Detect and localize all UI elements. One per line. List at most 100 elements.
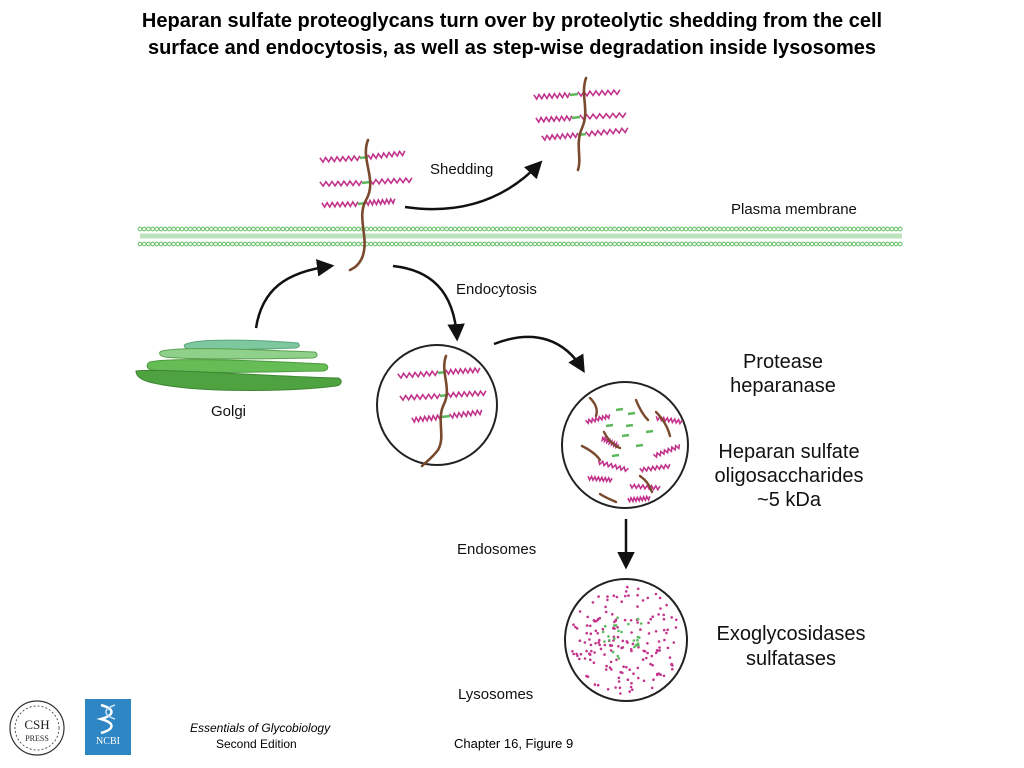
degraded-sugar-dot bbox=[662, 617, 666, 621]
linkage-dot bbox=[617, 629, 620, 633]
degraded-sugar-dot bbox=[620, 646, 623, 650]
lipid-head bbox=[654, 226, 659, 232]
lipid-head bbox=[137, 226, 143, 232]
degraded-sugar-dot bbox=[629, 685, 633, 689]
heparan-chain bbox=[587, 474, 613, 484]
lipid-head bbox=[490, 226, 496, 232]
lipid-head bbox=[473, 241, 479, 247]
degraded-sugar-dot bbox=[665, 631, 668, 635]
lipid-head bbox=[771, 241, 777, 247]
lipid-head bbox=[876, 241, 882, 247]
lipid-head bbox=[582, 241, 588, 247]
shedding-label: Shedding bbox=[430, 161, 493, 178]
lipid-head bbox=[213, 226, 218, 232]
linkage-fragment bbox=[627, 411, 636, 416]
degraded-sugar-dot bbox=[672, 641, 676, 644]
ncbi-logo-text: NCBI bbox=[96, 736, 120, 747]
lipid-head bbox=[372, 226, 378, 232]
lipid-head bbox=[461, 226, 466, 232]
lipid-head bbox=[763, 241, 769, 247]
lipid-head bbox=[200, 226, 206, 232]
lipid-head bbox=[692, 241, 697, 247]
lipid-head bbox=[469, 226, 475, 232]
lipid-head bbox=[687, 241, 693, 247]
lipid-head bbox=[276, 226, 281, 232]
degraded-sugar-dot bbox=[652, 678, 655, 681]
book-edition: Second Edition bbox=[216, 737, 297, 751]
degraded-sugar-dot bbox=[578, 639, 582, 642]
lipid-head bbox=[843, 241, 848, 247]
degraded-sugar-dot bbox=[630, 631, 633, 634]
lipid-head bbox=[755, 241, 760, 247]
lipid-head bbox=[582, 226, 588, 232]
lipid-head bbox=[511, 226, 517, 232]
lipid-head bbox=[637, 241, 643, 247]
lipid-head bbox=[750, 241, 756, 247]
lipid-head bbox=[515, 241, 521, 247]
lipid-head bbox=[738, 241, 743, 247]
degraded-sugar-dot bbox=[654, 592, 658, 596]
lipid-head bbox=[179, 241, 185, 247]
linkage-dot bbox=[633, 645, 636, 649]
lipid-head bbox=[528, 226, 533, 232]
lipid-head bbox=[175, 241, 181, 247]
lipid-head bbox=[654, 241, 659, 247]
lysosome-vesicle-lower bbox=[564, 578, 688, 702]
lipid-head bbox=[293, 226, 298, 232]
linkage-dot bbox=[636, 638, 639, 642]
lipid-head bbox=[435, 226, 441, 232]
lipid-head bbox=[549, 226, 554, 232]
lipid-head bbox=[398, 226, 403, 232]
degraded-sugar-dot bbox=[599, 647, 603, 651]
core-protein bbox=[348, 138, 372, 272]
lipid-head bbox=[843, 226, 848, 232]
lipid-head bbox=[318, 226, 323, 232]
lipid-head bbox=[146, 241, 151, 247]
lipid-head bbox=[893, 241, 899, 247]
linkage-dot bbox=[636, 635, 640, 639]
lipid-head bbox=[759, 226, 764, 232]
lipid-head bbox=[792, 226, 798, 232]
lipid-head bbox=[524, 226, 529, 232]
lipid-head bbox=[494, 226, 500, 232]
lipid-head bbox=[410, 241, 416, 247]
lipid-head bbox=[813, 226, 819, 232]
lipid-head bbox=[477, 226, 483, 232]
lipid-head bbox=[221, 226, 227, 232]
lipid-head bbox=[150, 241, 155, 247]
lipid-head bbox=[608, 226, 613, 232]
linkage-region bbox=[361, 180, 371, 185]
linkage-dot bbox=[627, 622, 630, 626]
lipid-head bbox=[818, 241, 823, 247]
lipid-head bbox=[251, 241, 256, 247]
lipid-head bbox=[805, 241, 811, 247]
degraded-sugar-dot bbox=[658, 646, 661, 649]
lipid-head bbox=[897, 226, 903, 232]
lipid-head bbox=[347, 241, 353, 247]
lipid-head bbox=[822, 226, 827, 232]
lipid-head bbox=[788, 226, 794, 232]
degraded-sugar-dot bbox=[674, 626, 678, 629]
degraded-sugar-dot bbox=[609, 649, 613, 652]
lipid-head bbox=[872, 241, 878, 247]
degraded-sugar-dot bbox=[617, 680, 621, 683]
heparan-chain bbox=[597, 459, 630, 473]
lipid-head bbox=[868, 241, 874, 247]
degraded-sugar-dot bbox=[606, 598, 609, 602]
lipid-head bbox=[708, 241, 714, 247]
degraded-sugar-dot bbox=[625, 665, 628, 669]
lipid-head bbox=[603, 241, 609, 247]
lipid-head bbox=[267, 241, 273, 247]
lipid-head bbox=[713, 226, 718, 232]
degraded-sugar-dot bbox=[604, 668, 608, 671]
lipid-head bbox=[280, 226, 286, 232]
heparan-chain bbox=[397, 369, 439, 380]
lipid-head bbox=[255, 226, 260, 232]
heparan-chain bbox=[365, 197, 396, 207]
heparan-chain bbox=[533, 91, 571, 101]
lipid-head bbox=[171, 241, 176, 247]
protein-fragment bbox=[580, 444, 602, 462]
lipid-head bbox=[490, 241, 496, 247]
title-line-2: surface and endocytosis, as well as step… bbox=[147, 37, 877, 59]
degraded-sugar-dot bbox=[597, 595, 600, 598]
